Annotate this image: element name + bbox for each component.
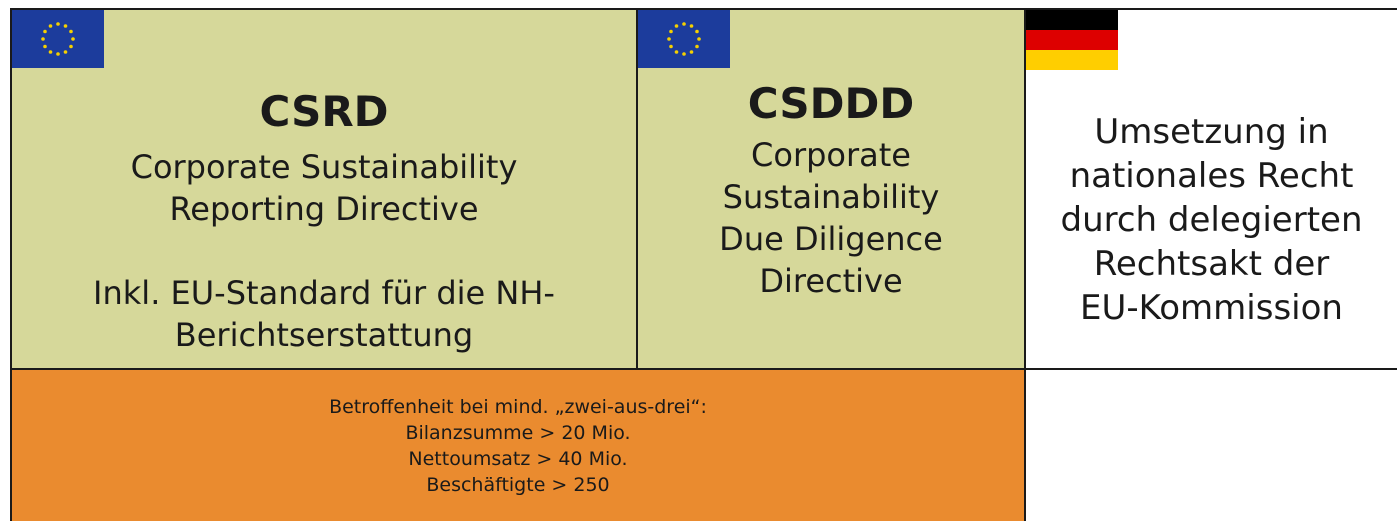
eu-flag-icon — [638, 10, 730, 68]
csrd-extra-line: Inkl. EU-Standard für die NH- — [93, 274, 555, 312]
germany-flag-icon — [1026, 10, 1118, 70]
csddd-subtitle: Corporate Sustainability Due Diligence D… — [638, 134, 1024, 302]
csddd-title: CSDDD — [747, 79, 915, 128]
csddd-subtitle-line: Corporate — [751, 136, 911, 174]
germany-description-line: durch delegierten — [1060, 200, 1363, 240]
csddd-box: CSDDD Corporate Sustainability Due Dilig… — [636, 8, 1026, 370]
criteria-item: Nettoumsatz > 40 Mio. — [408, 448, 628, 470]
criteria-item: Beschäftigte > 250 — [426, 474, 610, 496]
csrd-extra-line: Berichtserstattung — [174, 316, 474, 354]
germany-description-line: Umsetzung in — [1094, 112, 1329, 152]
empty-cell — [1024, 368, 1397, 521]
germany-description-line: Rechtsakt der — [1093, 244, 1330, 284]
germany-description-line: EU-Kommission — [1080, 288, 1343, 328]
eu-flag-icon — [12, 10, 104, 68]
csddd-subtitle-line: Sustainability — [722, 178, 940, 216]
criteria-item: Bilanzsumme > 20 Mio. — [405, 422, 631, 444]
csddd-subtitle-line: Directive — [759, 262, 903, 300]
csddd-subtitle-line: Due Diligence — [719, 220, 943, 258]
criteria-heading: Betroffenheit bei mind. „zwei-aus-drei“: — [329, 396, 707, 418]
csrd-title: CSRD — [259, 87, 389, 136]
csrd-extra-note: Inkl. EU-Standard für die NH- Berichtser… — [12, 272, 636, 356]
csrd-subtitle: Corporate Sustainability Reporting Direc… — [12, 146, 636, 230]
germany-box: Umsetzung in nationales Recht durch dele… — [1024, 8, 1397, 370]
csrd-subtitle-line: Corporate Sustainability — [130, 148, 518, 186]
csrd-subtitle-line: Reporting Directive — [169, 190, 479, 228]
criteria-box: Betroffenheit bei mind. „zwei-aus-drei“:… — [10, 368, 1026, 521]
germany-description: Umsetzung in nationales Recht durch dele… — [1026, 110, 1397, 330]
csrd-box: CSRD Corporate Sustainability Reporting … — [10, 8, 638, 370]
germany-description-line: nationales Recht — [1069, 156, 1354, 196]
